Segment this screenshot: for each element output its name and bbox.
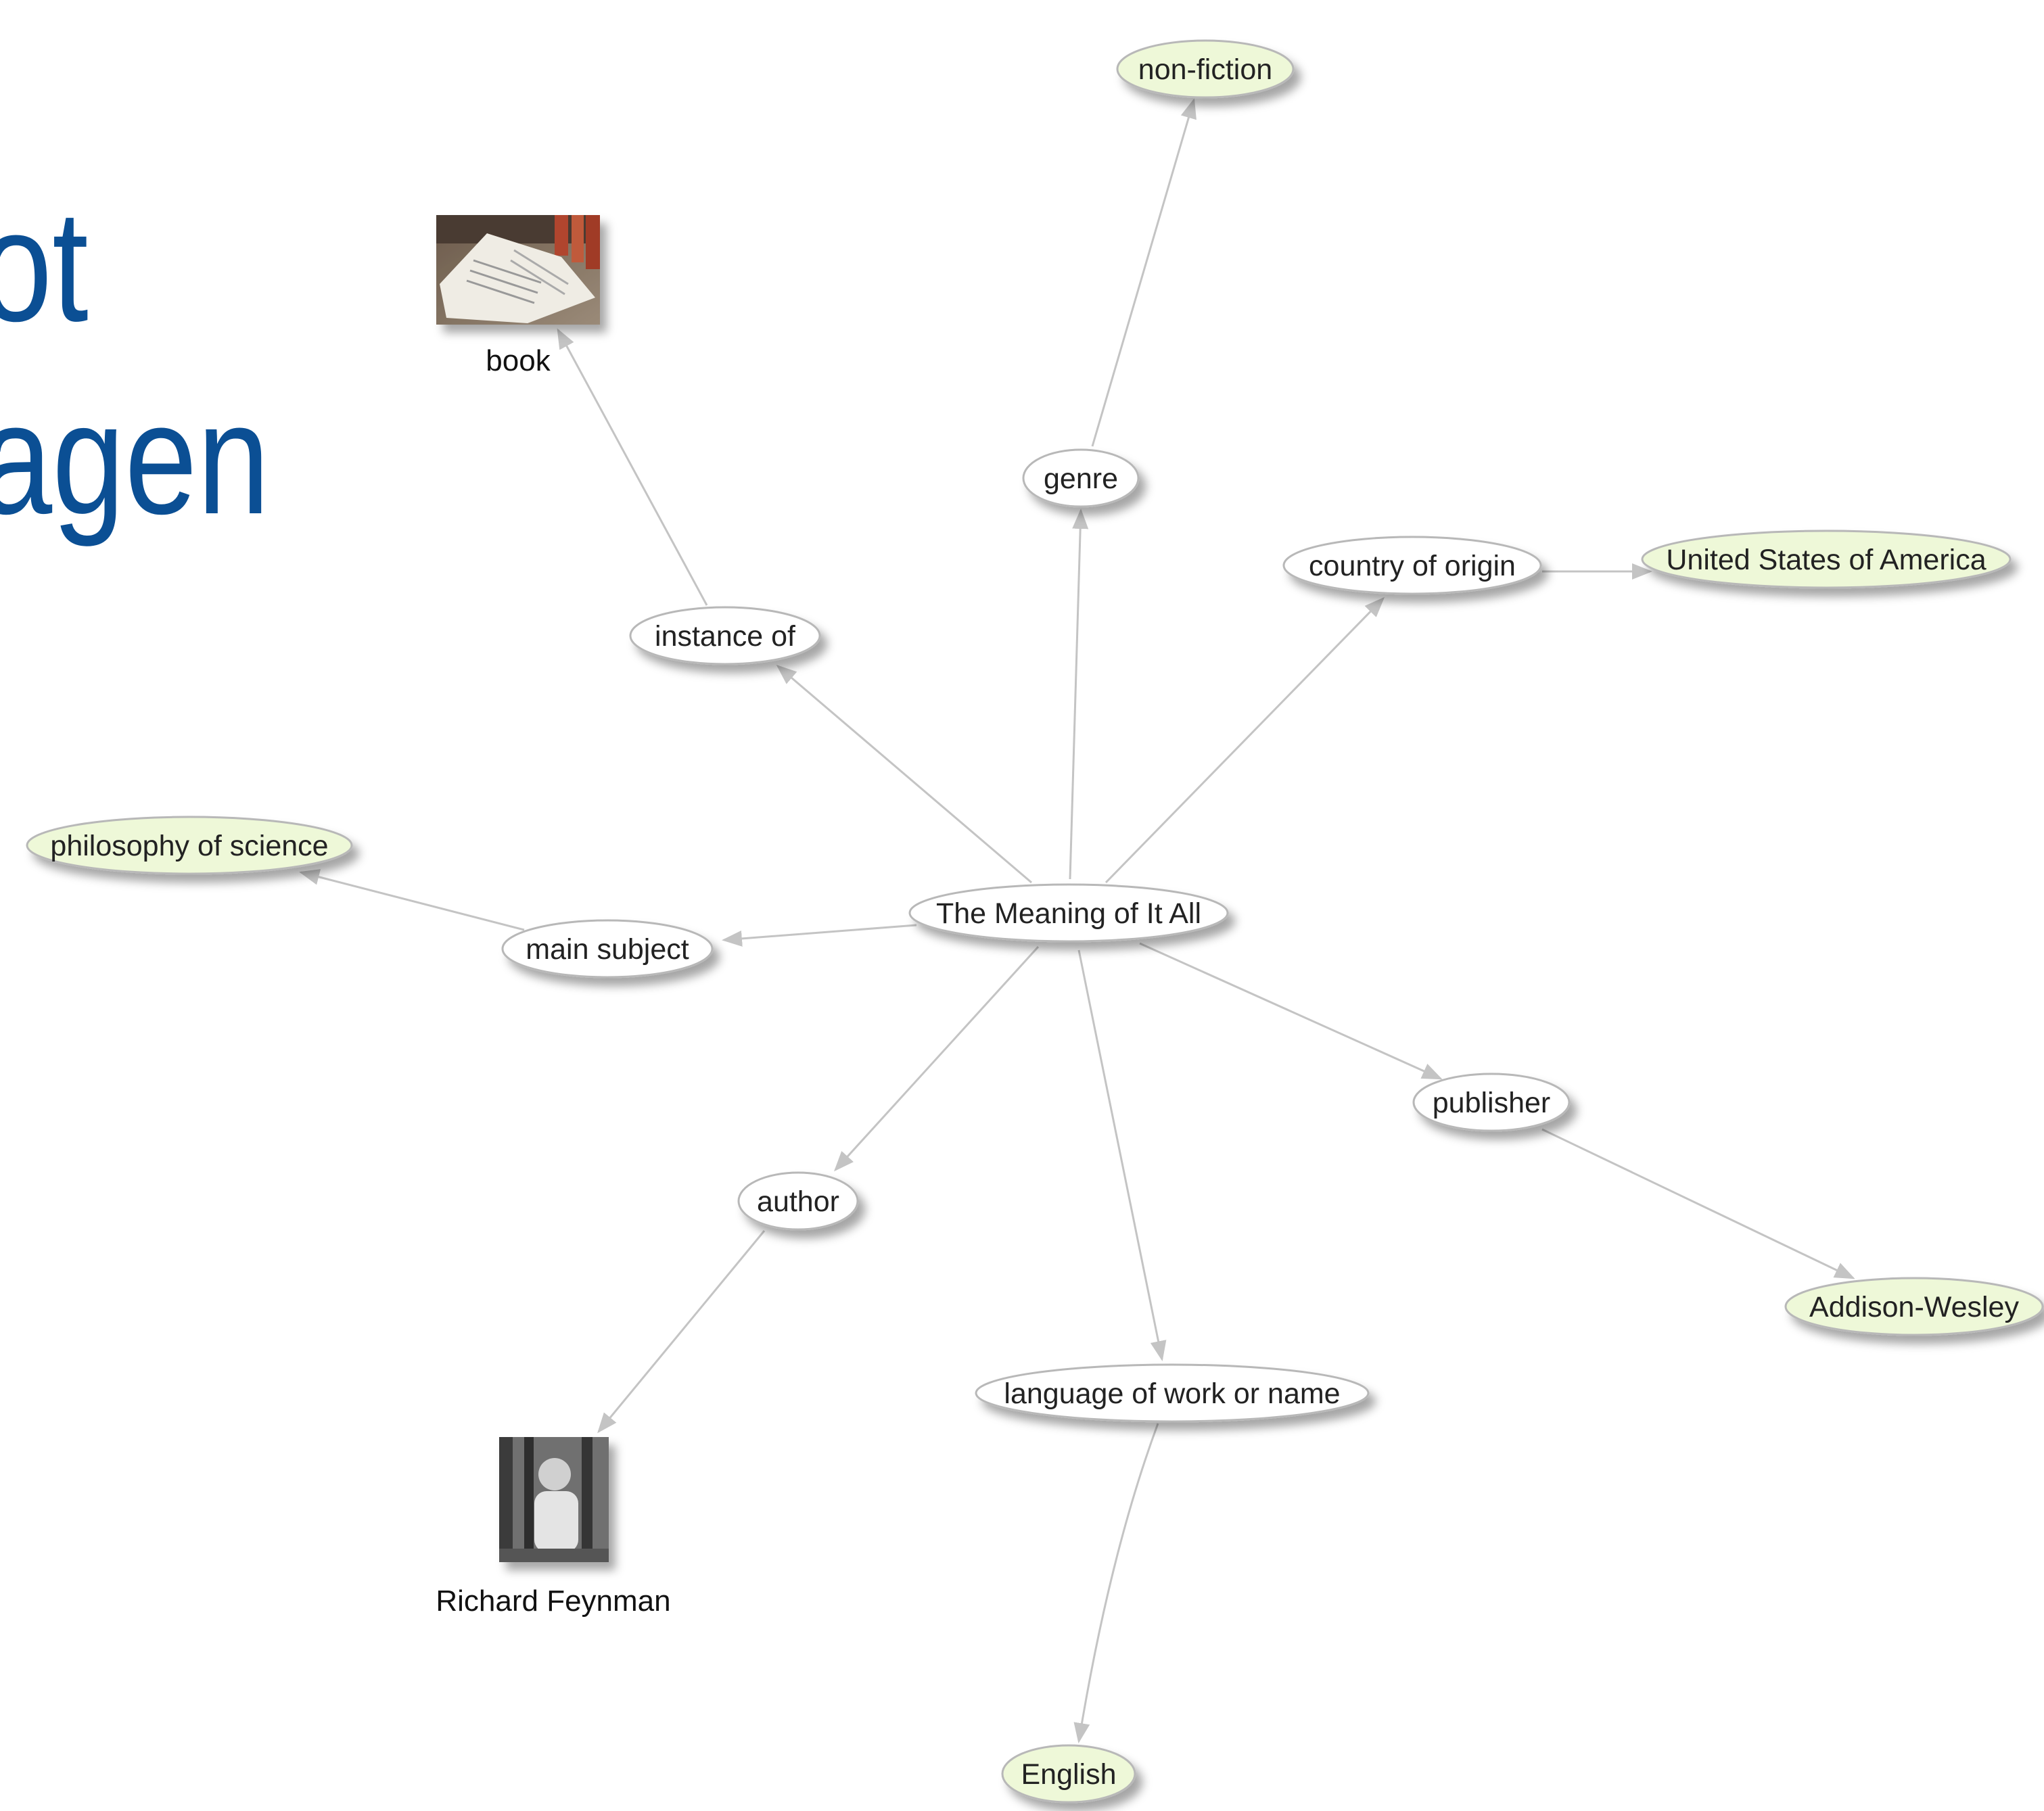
node-language-label: language of work or name (1004, 1378, 1340, 1410)
person-photo-icon (499, 1437, 609, 1562)
node-publisher-label: publisher (1433, 1087, 1551, 1119)
node-country-of-origin[interactable]: country of origin (1282, 536, 1542, 595)
edge-genre-non-fiction (1091, 98, 1197, 447)
node-philosophy-of-science-shape (26, 816, 353, 875)
node-genre-shape (1022, 448, 1140, 508)
edge-instance-of-book (557, 328, 708, 606)
node-non-fiction-shape (1116, 39, 1295, 99)
node-instance-of-shape (629, 606, 821, 665)
book-photo-icon (436, 215, 600, 325)
node-english-shape (1001, 1744, 1136, 1804)
node-author[interactable]: author (737, 1171, 859, 1231)
edge-center-publisher (1139, 942, 1443, 1080)
graph-edges (299, 98, 1855, 1743)
node-addison-wesley[interactable]: Addison-Wesley (1784, 1277, 2044, 1336)
node-country-of-origin-shape (1282, 536, 1542, 595)
node-center-shape (908, 883, 1229, 943)
node-language-shape (975, 1363, 1370, 1423)
node-philosophy-of-science[interactable]: philosophy of science (26, 816, 353, 875)
node-non-fiction-label: non-fiction (1138, 53, 1272, 86)
node-english-label: English (1021, 1758, 1116, 1791)
book-label: book (486, 344, 551, 377)
node-main-subject[interactable]: main subject (501, 919, 714, 979)
slide-title-line-2: agen (0, 369, 270, 547)
edge-center-main-subject (722, 924, 917, 947)
edge-center-country (1105, 596, 1385, 884)
edge-language-english (1073, 1423, 1159, 1743)
node-center[interactable]: The Meaning of It All (908, 883, 1229, 943)
node-author-label: author (757, 1185, 839, 1218)
node-language[interactable]: language of work or name (975, 1363, 1370, 1423)
node-center-label: The Meaning of It All (936, 897, 1201, 930)
node-main-subject-label: main subject (526, 933, 689, 966)
edge-publisher-addison (1541, 1128, 1855, 1279)
node-author-shape (737, 1171, 859, 1231)
edge-center-language (1077, 949, 1167, 1361)
node-instance-of-label: instance of (655, 620, 796, 653)
edge-center-instance-of (776, 665, 1032, 884)
node-addison-wesley-shape (1784, 1277, 2044, 1336)
node-united-states-shape (1641, 530, 2012, 589)
edge-center-genre (1069, 509, 1089, 880)
node-non-fiction[interactable]: non-fiction (1116, 39, 1295, 99)
node-genre[interactable]: genre (1022, 448, 1140, 508)
feynman-node[interactable]: Richard Feynman (436, 1437, 671, 1618)
image-nodes: book Richard Feynman (436, 215, 671, 1618)
book-node[interactable]: book (436, 215, 600, 377)
node-genre-label: genre (1044, 463, 1118, 495)
node-addison-wesley-label: Addison-Wesley (1809, 1291, 2019, 1323)
edge-main-subject-philosophy (299, 869, 525, 931)
edge-author-feynman (597, 1230, 766, 1434)
node-main-subject-shape (501, 919, 714, 979)
text-nodes: The Meaning of It All instance of genre cou… (26, 39, 2044, 1804)
node-united-states-label: United States of America (1666, 544, 1986, 576)
node-philosophy-of-science-label: philosophy of science (50, 830, 328, 862)
edge-center-author (833, 945, 1040, 1172)
node-instance-of[interactable]: instance of (629, 606, 821, 665)
slide-title-line-1: ot (0, 177, 89, 354)
node-united-states[interactable]: United States of America (1641, 530, 2012, 589)
node-country-of-origin-label: country of origin (1309, 550, 1516, 582)
node-publisher-shape (1412, 1073, 1571, 1132)
node-publisher[interactable]: publisher (1412, 1073, 1571, 1132)
node-english[interactable]: English (1001, 1744, 1136, 1804)
feynman-label: Richard Feynman (436, 1584, 670, 1618)
